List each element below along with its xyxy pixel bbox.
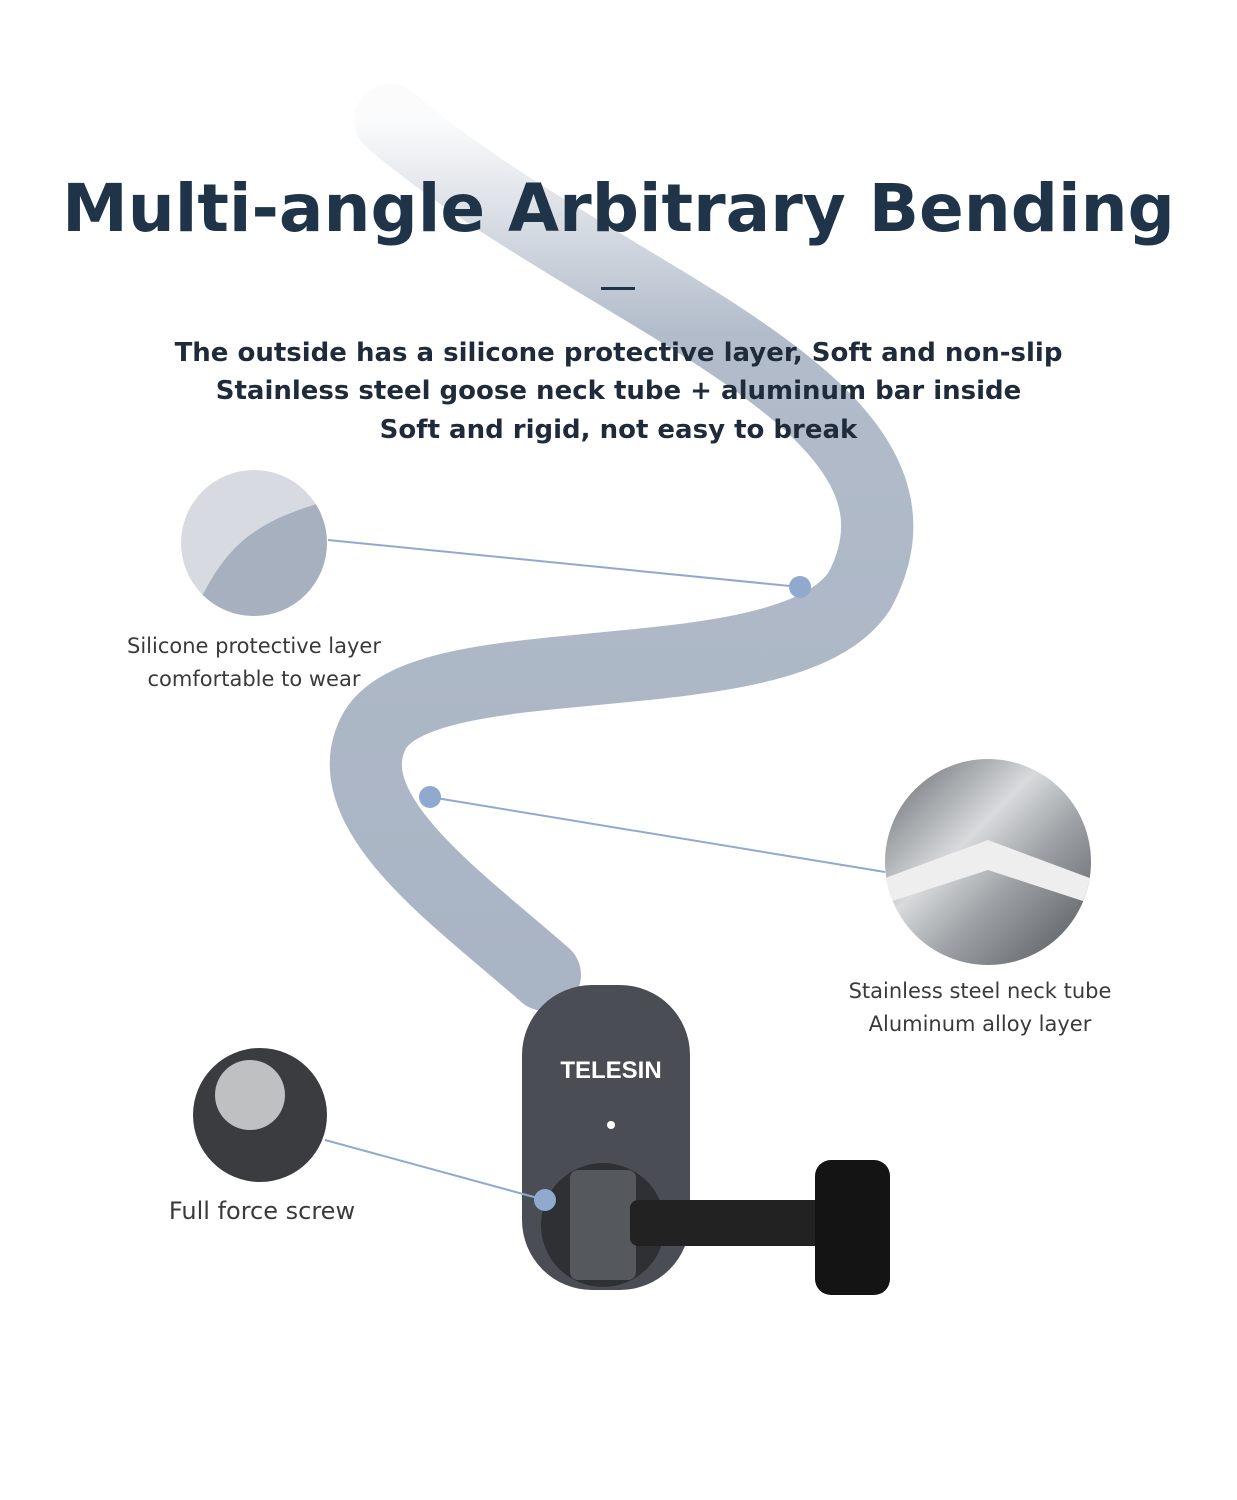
subtitle-line: The outside has a silicone protective la… — [174, 338, 1063, 368]
subtitle-line: Soft and rigid, not easy to break — [379, 415, 858, 445]
steel-callout-label: Stainless steel neck tube Aluminum alloy… — [830, 975, 1130, 1041]
subtitle-line: Stainless steel goose neck tube + alumin… — [215, 376, 1022, 406]
brand-logo: TELESIN — [560, 1057, 661, 1084]
screw-detail-image — [193, 1048, 327, 1182]
silicone-callout-label: Silicone protective layer comfortable to… — [104, 630, 404, 696]
page-title: Multi-angle Arbitrary Bending — [62, 170, 1175, 247]
callout-text: Aluminum alloy layer — [868, 1012, 1092, 1036]
callout-dot — [789, 576, 811, 598]
steel-detail-image — [885, 759, 1091, 965]
callout-dot — [419, 786, 441, 808]
callout-text: comfortable to wear — [147, 667, 361, 691]
screw-callout-label: Full force screw — [168, 1197, 356, 1225]
callout-text: Stainless steel neck tube — [848, 979, 1112, 1003]
callout-text: Silicone protective layer — [127, 634, 381, 658]
title-divider — [601, 287, 635, 290]
callout-dot — [534, 1189, 556, 1211]
silicone-detail-image — [181, 470, 327, 616]
gooseneck-tube — [329, 84, 913, 1011]
